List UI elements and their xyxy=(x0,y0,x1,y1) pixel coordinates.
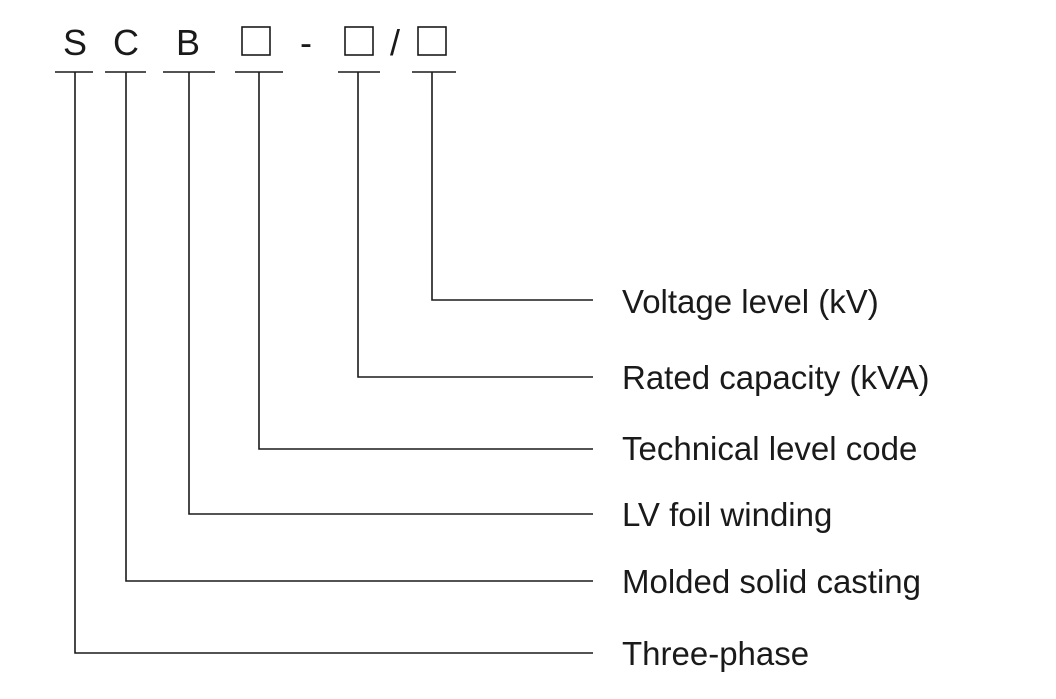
leader-technical-level-code xyxy=(258,72,593,450)
leader-molded-solid-casting xyxy=(125,72,593,582)
code-letter-b: B xyxy=(176,22,200,63)
label-rated-capacity: Rated capacity (kVA) xyxy=(622,359,930,396)
leader-rated-capacity xyxy=(357,72,593,378)
label-three-phase: Three-phase xyxy=(622,635,809,672)
leader-voltage-level xyxy=(431,72,593,301)
label-voltage-level: Voltage level (kV) xyxy=(622,283,879,320)
placeholder-box-voltage-level xyxy=(417,26,447,56)
label-molded-solid-casting: Molded solid casting xyxy=(622,563,921,600)
placeholder-box-rated-capacity xyxy=(344,26,374,56)
label-lv-foil-winding: LV foil winding xyxy=(622,496,832,533)
code-letter-s: S xyxy=(63,22,87,63)
label-technical-level-code: Technical level code xyxy=(622,430,917,467)
leader-lv-foil-winding xyxy=(188,72,593,515)
code-dash: - xyxy=(300,22,312,63)
leader-three-phase xyxy=(74,72,593,654)
code-slash: / xyxy=(390,22,400,63)
placeholder-box-technical-level xyxy=(241,26,271,56)
code-letter-c: C xyxy=(113,22,139,63)
